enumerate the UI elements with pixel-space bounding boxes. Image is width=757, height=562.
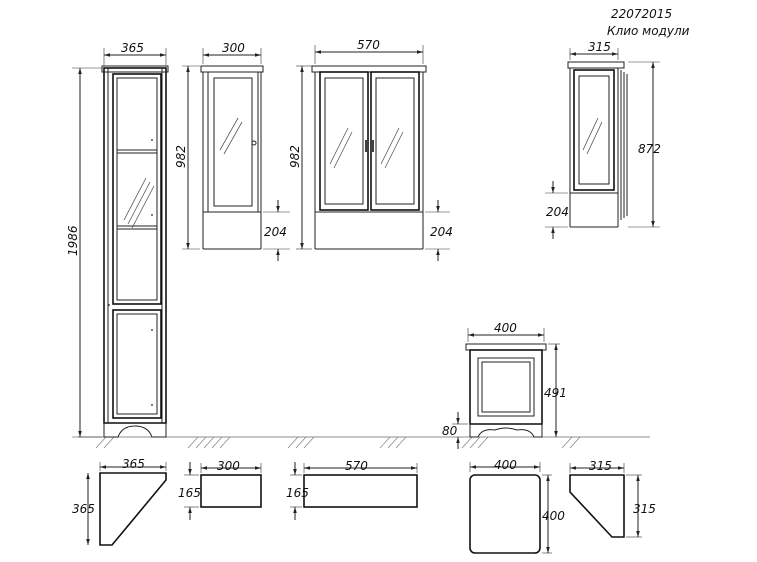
wall-height-label: 872 [638, 142, 661, 156]
low-height-label: 491 [544, 386, 567, 400]
double-width-label: 570 [357, 38, 380, 52]
plan-view-low: 400 400 [469, 458, 565, 554]
tall-height-label: 1986 [66, 225, 80, 256]
drawing-code: 22072015 [611, 7, 672, 21]
plan3-depth-label: 165 [286, 486, 309, 500]
plan2-width-label: 300 [217, 459, 240, 473]
plan2-depth-label: 165 [178, 486, 201, 500]
tall-width-label: 365 [121, 41, 144, 55]
double-base-label: 204 [430, 225, 453, 239]
ground-line [78, 436, 650, 449]
tall-cabinet-dims: 365 1986 [66, 41, 167, 438]
narrow-height-label: 982 [174, 145, 188, 168]
plan-view-tall: 365 365 [72, 457, 167, 546]
plan-view-double: 570 165 [286, 459, 418, 520]
wall-cabinet [567, 61, 628, 228]
tall-cabinet [101, 65, 169, 438]
low-cabinet [465, 343, 547, 438]
low-cabinet-dims: 400 491 80 [442, 321, 567, 449]
double-cabinet [311, 65, 427, 250]
narrow-width-label: 300 [222, 41, 245, 55]
low-width-label: 400 [494, 321, 517, 335]
wall-base-label: 204 [546, 205, 569, 219]
drawing-title: Клио модули [607, 24, 690, 38]
wall-width-label: 315 [588, 40, 611, 54]
plan1-depth-label: 365 [72, 502, 95, 516]
low-leg-label: 80 [442, 424, 458, 438]
plan5-width-label: 315 [589, 459, 612, 473]
double-cabinet-dims: 570 982 204 [288, 38, 453, 261]
narrow-cabinet-dims: 300 982 204 [174, 41, 290, 261]
plan3-width-label: 570 [345, 459, 368, 473]
plan-view-wall: 315 315 [569, 459, 656, 538]
wall-cabinet-dims: 315 872 204 [545, 40, 661, 239]
plan1-width-label: 365 [122, 457, 145, 471]
narrow-cabinet [200, 65, 264, 250]
plan5-depth-label: 315 [633, 502, 656, 516]
plan4-depth-label: 400 [542, 509, 565, 523]
plan-view-narrow: 300 165 [178, 459, 262, 520]
plan4-width-label: 400 [494, 458, 517, 472]
narrow-base-label: 204 [264, 225, 287, 239]
double-height-label: 982 [288, 145, 302, 168]
